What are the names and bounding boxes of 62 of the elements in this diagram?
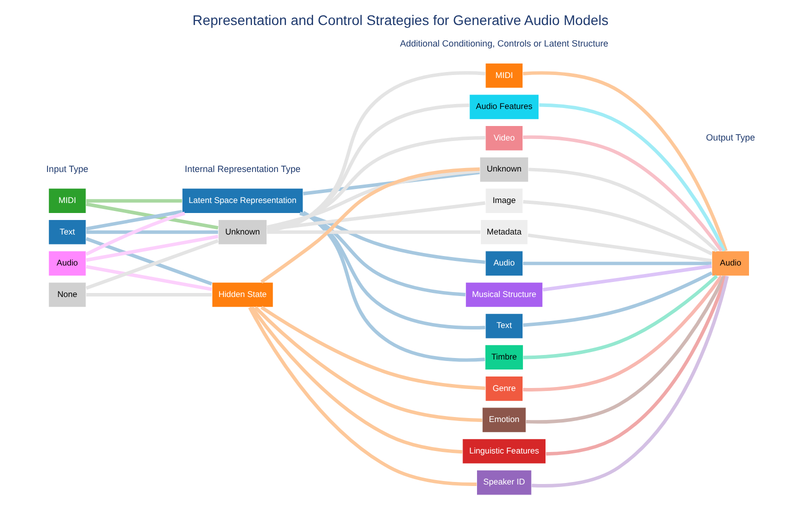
connector [266, 169, 480, 229]
node-box: Emotion [481, 407, 526, 433]
connector [266, 136, 485, 231]
connector [522, 274, 718, 360]
node-box: Audio [484, 250, 523, 276]
node-box: Audio Features [468, 94, 539, 120]
connector [85, 202, 218, 230]
label: Internal Representation Type [184, 164, 300, 174]
connector [538, 103, 726, 252]
node-box: None [48, 282, 86, 308]
node-box: Text [484, 313, 523, 339]
node-box: MIDI [48, 188, 86, 214]
label: Input Type [46, 164, 88, 174]
node-box: Video [484, 125, 523, 152]
connector [298, 212, 485, 264]
connector [254, 306, 482, 422]
node-box: Linguistic Features [462, 438, 546, 464]
connector [85, 265, 212, 291]
connector [86, 230, 218, 234]
connector [248, 306, 476, 486]
connector [260, 167, 480, 284]
node-box: Unknown [478, 156, 528, 182]
connector [526, 275, 726, 424]
label: Additional Conditioning, Controls or Latent Structure [399, 38, 608, 49]
node-box: Audio [48, 250, 86, 276]
node-box: MIDI [484, 62, 523, 88]
connector [522, 135, 722, 252]
connector [86, 199, 182, 203]
connector [302, 210, 484, 362]
node-box: Image [484, 188, 523, 214]
node-box: Latent Space Representation [181, 188, 303, 214]
connector [531, 276, 728, 488]
node-box: Text [48, 219, 86, 245]
connector [302, 170, 480, 196]
connector [302, 212, 465, 296]
connector [528, 168, 718, 252]
node-box: Hidden State [211, 282, 274, 308]
connector [545, 276, 728, 456]
connector [542, 264, 712, 292]
node-box: Musical Structure [464, 282, 543, 308]
connector [522, 71, 728, 252]
connector [522, 275, 722, 392]
node-box: Speaker ID [476, 470, 532, 496]
connector [85, 237, 212, 286]
connector [260, 306, 485, 390]
node-box: Metadata [480, 219, 528, 245]
connector [522, 262, 711, 266]
label: Output Type [706, 132, 755, 143]
connector [522, 271, 712, 327]
node-box: Genre [484, 376, 523, 402]
connector [85, 234, 218, 262]
connector [250, 306, 462, 454]
connector [85, 210, 182, 231]
node-box: Audio [710, 250, 750, 276]
connector [522, 200, 712, 256]
diagram-title: Representation and Control Strategies for Generative Audio Models [192, 12, 608, 28]
connector [85, 239, 218, 290]
node-box: Timbre [484, 344, 524, 370]
connector [527, 233, 712, 262]
node-box: Unknown [217, 219, 267, 245]
connector [266, 71, 485, 232]
connector [84, 212, 185, 256]
